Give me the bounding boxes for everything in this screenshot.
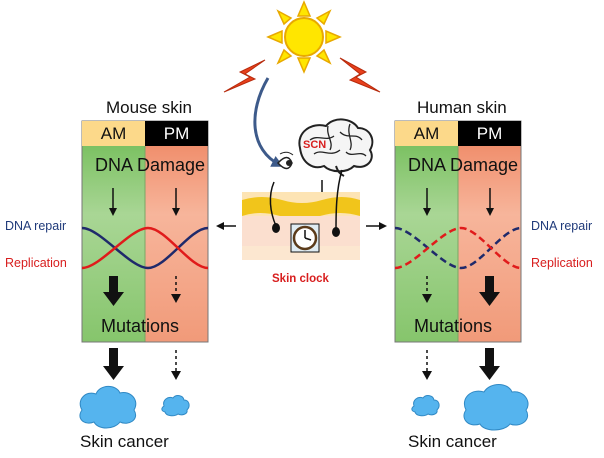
mouse-replication-label: Replication [5, 256, 67, 270]
human-repair-curve [394, 226, 522, 270]
cloud-icon [411, 395, 440, 417]
lightning-icon [223, 57, 381, 93]
human-am-cancer-arrow [422, 350, 432, 380]
cloud-icon [463, 384, 529, 431]
mouse-skin-title: Mouse skin [106, 98, 192, 117]
brain-icon [298, 118, 374, 177]
mouse-pm-cancer-arrow [171, 350, 181, 380]
human-am-mutation-arrow [422, 276, 432, 303]
human-skin-cancer-label: Skin cancer [408, 432, 497, 451]
skin-clock-label: Skin clock [272, 273, 329, 285]
human-panel [394, 120, 522, 343]
sun-icon [266, 0, 342, 74]
human-skin-title: Human skin [417, 98, 507, 117]
mouse-skin-cancer-label: Skin cancer [80, 432, 169, 451]
human-replication-label: Replication [531, 256, 593, 270]
human-replication-curve [394, 226, 522, 270]
human-dna-repair-label: DNA repair [531, 219, 593, 233]
mouse-am-cancer-arrow [103, 348, 124, 380]
eye-icon [276, 151, 294, 170]
mouse-dna-damage-label: DNA Damage [95, 155, 206, 175]
cloud-icon [161, 395, 190, 417]
human-pm-header: PM [458, 121, 521, 146]
clock-icon [290, 223, 320, 253]
scn-label: SCN [303, 139, 326, 151]
mouse-pm-mutation-arrow [171, 276, 181, 303]
mouse-am-header: AM [82, 121, 145, 146]
human-pm-mutation-arrow [479, 276, 500, 306]
skin-clock-box [242, 169, 360, 260]
human-am-header: AM [395, 121, 458, 146]
mouse-am-mutation-arrow [103, 276, 124, 306]
mouse-pm-header: PM [145, 121, 208, 146]
cloud-icon [79, 385, 137, 429]
mouse-repair-curve [81, 226, 209, 270]
sun-to-eye-arrow [253, 77, 284, 167]
mouse-dna-repair-label: DNA repair [5, 219, 67, 233]
human-pm-cancer-arrow [479, 348, 500, 380]
mouse-replication-curve [81, 226, 209, 270]
human-mutations-label: Mutations [414, 316, 493, 336]
human-dna-damage-label: DNA Damage [408, 155, 519, 175]
mouse-mutations-label: Mutations [101, 316, 180, 336]
mouse-panel [81, 120, 209, 343]
